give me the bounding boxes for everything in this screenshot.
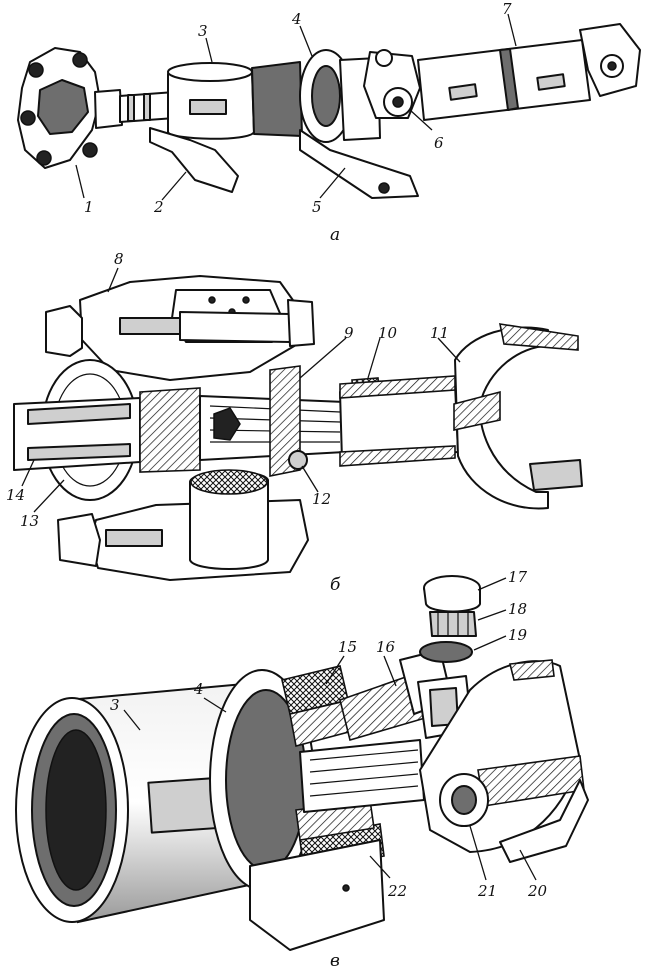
- callout-17: 17: [508, 568, 528, 586]
- panel-b-callouts: 8 9 10 11 12 13 14: [6, 250, 461, 530]
- panel-a-callouts: 1 2 3 4 5 6 7: [75, 0, 517, 216]
- callout-13: 13: [20, 512, 39, 530]
- callout-16: 16: [376, 638, 396, 656]
- grease-nipple-drawing: [288, 450, 308, 470]
- coupling-housing-bottom-drawing: [57, 469, 309, 581]
- panel-label-c: в: [330, 951, 340, 971]
- callout-5: 5: [312, 198, 322, 216]
- callout-3c: 3: [110, 696, 120, 714]
- callout-20: 20: [527, 882, 548, 900]
- callout-12: 12: [312, 490, 331, 508]
- panel-b-drawing: [13, 275, 583, 581]
- front-bracket-drawing: [149, 127, 239, 193]
- bearing-support-drawing: [209, 665, 385, 951]
- panel-c-callouts: 3 4 15 16 17 18 19 20 21 22: [110, 568, 548, 900]
- panel-a: 1 2 3 4 5 6 7 а: [17, 0, 641, 245]
- callout-2: 2: [153, 198, 164, 216]
- callout-15: 15: [338, 638, 357, 656]
- callout-19: 19: [508, 626, 528, 644]
- callout-10: 10: [378, 324, 398, 342]
- rear-shaft-drawing: [417, 23, 641, 121]
- callout-9: 9: [344, 324, 354, 342]
- panel-label-b: б: [330, 575, 341, 595]
- splined-shaft-section-drawing: [13, 365, 381, 477]
- callout-8: 8: [114, 250, 124, 268]
- rubber-element-drawing: [190, 469, 268, 495]
- callout-7: 7: [502, 0, 512, 18]
- callout-22: 22: [387, 882, 407, 900]
- cardan-joint-drawing: [363, 49, 421, 119]
- needle-bearing-drawing: [417, 575, 481, 739]
- tube-drawing: [15, 680, 274, 924]
- panel-c-drawing: [15, 575, 589, 951]
- callout-14: 14: [6, 486, 25, 504]
- flexible-coupling-drawing: [17, 47, 123, 169]
- callout-3: 3: [198, 22, 208, 40]
- panel-c: 3 4 15 16 17 18 19 20 21 22 в: [15, 568, 589, 971]
- intermediate-support-drawing: [251, 49, 419, 199]
- panel-label-a: а: [330, 225, 340, 245]
- coupling-housing-drawing: [45, 275, 315, 381]
- callout-4: 4: [291, 10, 302, 28]
- callout-21: 21: [477, 882, 497, 900]
- callout-11: 11: [430, 324, 449, 342]
- front-shaft-drawing: [119, 62, 255, 140]
- callout-1: 1: [84, 198, 94, 216]
- callout-4c: 4: [193, 680, 204, 698]
- callout-18: 18: [508, 600, 527, 618]
- yoke-fork-drawing: [339, 323, 583, 510]
- panel-a-drawing: [17, 23, 641, 199]
- panel-b: 8 9 10 11 12 13 14 б: [6, 250, 583, 595]
- callout-6: 6: [434, 134, 444, 152]
- universal-joint-yoke-drawing: [419, 659, 589, 863]
